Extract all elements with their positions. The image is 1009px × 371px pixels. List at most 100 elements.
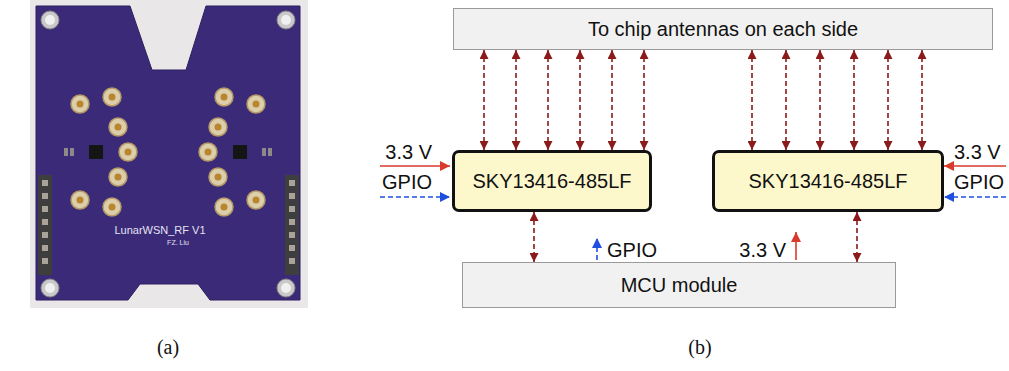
box-text: MCU module: [621, 273, 738, 297]
signal-label: GPIO: [607, 239, 657, 262]
connector-pin: [125, 149, 132, 156]
mounting-hole: [41, 279, 59, 297]
mounting-hole: [45, 283, 55, 293]
connector-pin: [253, 101, 260, 108]
power-wire: [944, 165, 1006, 167]
pin-header: [289, 232, 295, 238]
smd-component: [64, 148, 68, 156]
rf-switch-box: SKY13416-485LF: [712, 150, 944, 212]
ufl-connector: [209, 118, 227, 136]
switch-chip: [233, 145, 247, 159]
power-wire: [380, 165, 450, 167]
pin-header: [42, 206, 48, 212]
board-silkscreen: LunarWSN_RF V1: [114, 224, 205, 237]
connector-pin: [109, 204, 116, 211]
ufl-connector: [215, 88, 233, 106]
mounting-hole: [41, 11, 295, 297]
rf-signal-arrow: [887, 50, 889, 150]
ufl-connector: [103, 88, 121, 106]
mounting-hole: [277, 279, 295, 297]
rf-signal-arrow: [751, 50, 753, 150]
rf-switch-box: SKY13416-485LF: [452, 150, 652, 212]
ufl-connector: [71, 191, 89, 209]
power-wire: [795, 232, 797, 260]
connector-pin: [215, 174, 222, 181]
connector-pin: [221, 94, 228, 101]
connector-pin: [77, 101, 84, 108]
pin-header: [42, 193, 48, 199]
mounting-hole: [41, 11, 59, 29]
panel-label: (b): [688, 336, 711, 359]
box-text: SKY13416-485LF: [472, 169, 631, 193]
connector-pin: [77, 94, 260, 211]
pin-header: [289, 219, 295, 225]
rf-signal-arrow: [547, 50, 549, 150]
board-silkscreen: FZ. Liu: [167, 239, 189, 247]
pin-header: [42, 219, 48, 225]
smd-component: [64, 148, 272, 156]
ufl-connector: [109, 118, 127, 136]
switch-chip: [89, 145, 247, 159]
pin-header: [42, 245, 48, 251]
power-label: 3.3 V: [739, 239, 786, 262]
rf-signal-arrow: [533, 212, 535, 262]
rf-signal-arrow: [643, 50, 645, 150]
connector-pin: [115, 174, 122, 181]
smd-component: [268, 148, 272, 156]
signal-label: GPIO: [954, 171, 1004, 194]
power-label: 3.3 V: [954, 141, 1001, 164]
mounting-hole: [277, 11, 295, 29]
smd-component: [262, 148, 266, 156]
pin-header: [289, 206, 295, 212]
ufl-connector: [247, 191, 265, 209]
connector-pin: [253, 197, 260, 204]
rf-signal-arrow: [856, 212, 858, 262]
rf-signal-arrow: [611, 50, 613, 150]
ufl-connector: [71, 88, 265, 216]
rf-signal-arrow: [483, 50, 485, 150]
pin-header: [289, 193, 295, 199]
power-label: 3.3 V: [385, 141, 432, 164]
connector-pin: [77, 197, 84, 204]
ufl-connector: [215, 198, 233, 216]
mounting-hole: [45, 15, 55, 25]
signal-label: GPIO: [382, 171, 432, 194]
connector-pin: [205, 149, 212, 156]
box-text: To chip antennas on each side: [588, 17, 858, 41]
ufl-connector: [209, 168, 227, 186]
pin-header: [38, 175, 299, 275]
mcu-box: MCU module: [462, 262, 896, 308]
pcb-photo: [30, 0, 308, 308]
pin-header: [42, 180, 295, 264]
ufl-connector: [199, 143, 217, 161]
ufl-connector: [247, 95, 265, 113]
rf-signal-arrow: [921, 50, 923, 150]
rf-signal-arrow: [819, 50, 821, 150]
pin-header: [38, 175, 52, 275]
ufl-connector: [119, 143, 137, 161]
pin-header: [289, 258, 295, 264]
rf-signal-arrow: [515, 50, 517, 150]
connector-pin: [221, 204, 228, 211]
switch-chip: [89, 145, 103, 159]
connector-pin: [115, 124, 122, 131]
pin-header: [289, 180, 295, 186]
pin-header: [42, 232, 48, 238]
mounting-hole: [281, 283, 291, 293]
connector-pin: [109, 94, 116, 101]
photo-background: [30, 0, 308, 308]
pin-header: [42, 258, 48, 264]
mounting-hole: [281, 15, 291, 25]
pin-header: [285, 175, 299, 275]
panel-label: (a): [157, 336, 179, 359]
rf-signal-arrow: [853, 50, 855, 150]
pin-header: [42, 180, 48, 186]
gpio-wire: [380, 196, 450, 198]
gpio-wire: [944, 196, 1006, 198]
antenna-box: To chip antennas on each side: [453, 8, 993, 50]
pcb-board: [36, 6, 300, 300]
rf-signal-arrow: [785, 50, 787, 150]
ufl-connector: [71, 95, 89, 113]
pin-header: [289, 245, 295, 251]
